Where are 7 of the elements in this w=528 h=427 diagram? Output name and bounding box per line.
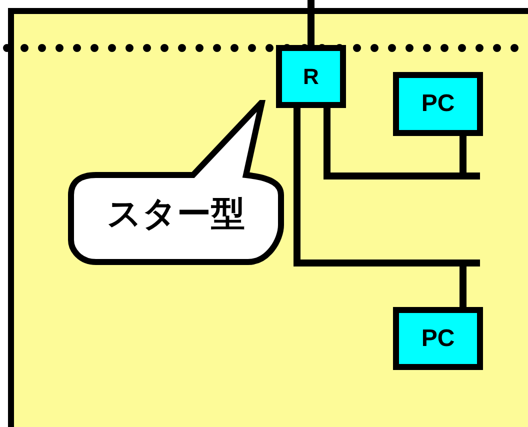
device-box: PC <box>393 307 483 370</box>
network-area <box>8 8 528 427</box>
network-cable <box>308 0 314 45</box>
callout-text: スター型 <box>106 194 246 235</box>
device-box: R <box>276 45 346 108</box>
speech-bubble <box>68 100 284 265</box>
device-box: PC <box>393 72 483 136</box>
